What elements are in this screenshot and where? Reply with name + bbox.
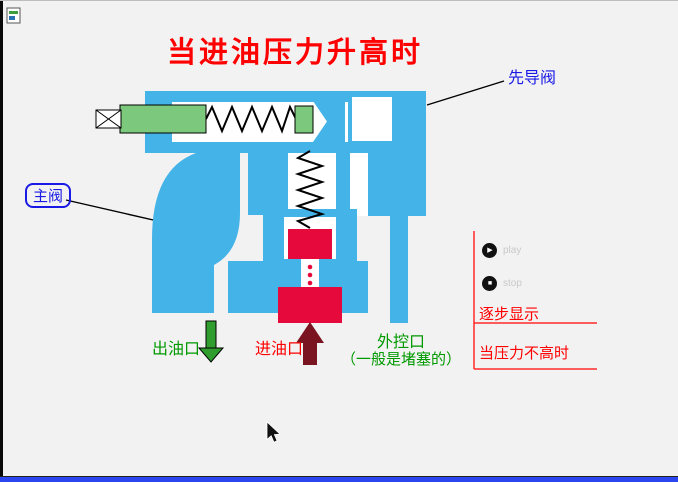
page-title: 当进油压力升高时 (167, 37, 424, 69)
window-bottom-bar (0, 476, 678, 482)
pilot-valve-pointer-line (426, 80, 505, 106)
pilot-oil-chamber (288, 229, 332, 259)
main-valve-label: 主阀 (25, 183, 71, 208)
adjust-screw-icon (95, 109, 122, 129)
inlet-flow-arrow-icon (296, 322, 324, 365)
adjust-piston (119, 104, 207, 134)
window-left-edge (0, 1, 3, 482)
main-spring (294, 150, 326, 229)
mouse-cursor-icon (266, 421, 281, 443)
inlet-oil-chamber (278, 287, 342, 323)
main-valve-pointer-line (65, 199, 163, 223)
play-button-label: play (503, 245, 522, 256)
external-port-note: （一般是堵塞的） (341, 351, 462, 368)
pilot-valve-assembly (95, 91, 426, 153)
external-port-label: 外控口 (377, 334, 426, 351)
play-button[interactable]: ▶ play (482, 243, 521, 258)
pilot-seat (313, 101, 345, 142)
stop-icon: ■ (482, 276, 497, 291)
pilot-poppet (294, 105, 314, 134)
outlet-port-label: 出油口 (152, 341, 201, 358)
pilot-valve-label: 先导阀 (508, 70, 557, 87)
main-valve-body (152, 150, 426, 323)
low-pressure-note: 当压力不高时 (479, 345, 570, 362)
annotation-table-lines (473, 231, 597, 370)
pilot-spring (205, 104, 297, 134)
main-valve-label-text: 主阀 (32, 188, 63, 205)
external-control-passage (390, 216, 408, 323)
outlet-flow-arrow-icon (197, 320, 225, 363)
step-display-note: 逐步显示 (479, 306, 540, 323)
app-icon[interactable] (6, 7, 21, 24)
stop-button-label: stop (503, 278, 522, 289)
stop-button[interactable]: ■ stop (482, 276, 522, 291)
play-icon: ▶ (482, 243, 497, 258)
inlet-port-label: 进油口 (255, 341, 304, 358)
